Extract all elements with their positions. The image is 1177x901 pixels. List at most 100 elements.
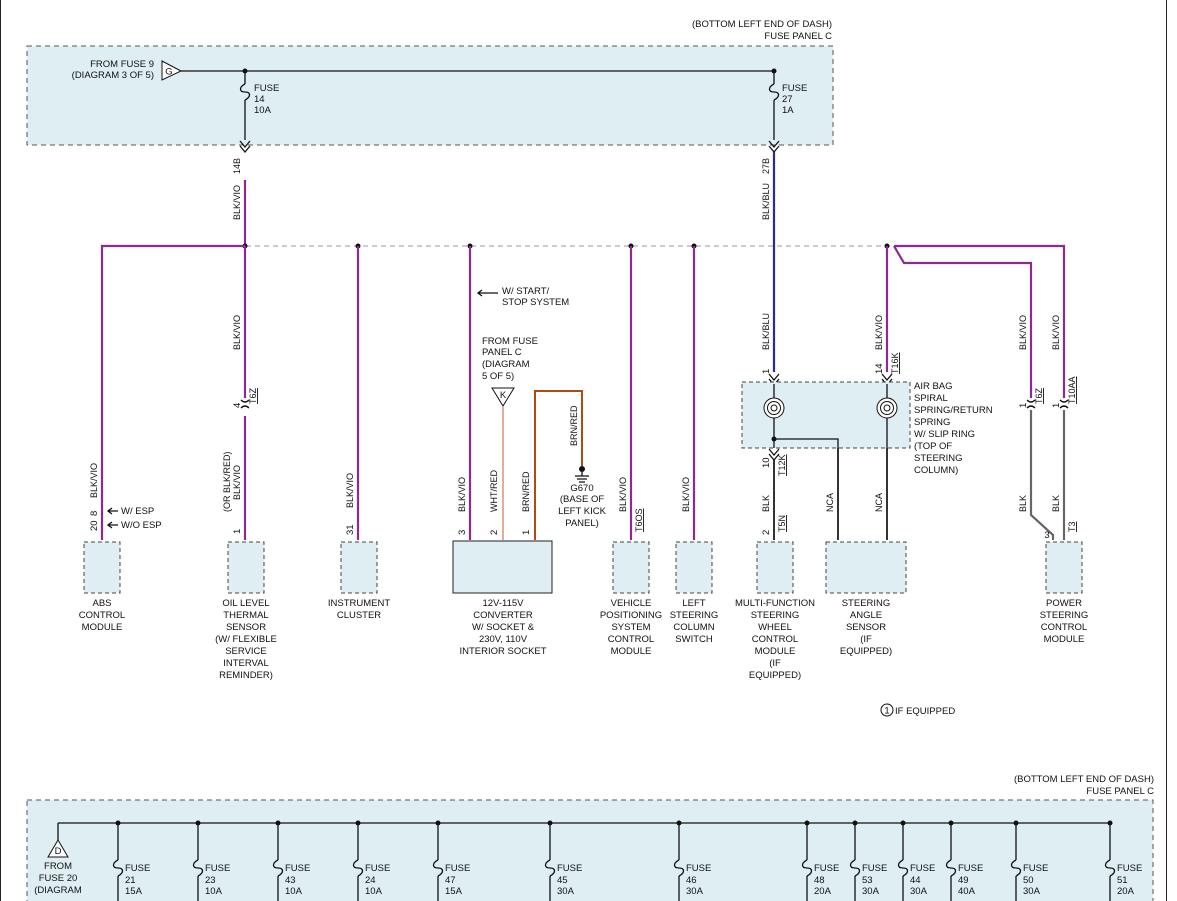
spring-right-pin-top: 14 [874,363,885,374]
fuse-27-rating: 1A [782,105,794,116]
bottom-panel-location: (BOTTOM LEFT END OF DASH) [1014,774,1154,785]
fuse-label: FUSE [1117,863,1142,874]
fuse-symbol-icon [544,859,556,877]
sas-label-line: (IF [860,634,872,645]
lscs-label-line: SWITCH [675,634,713,645]
ground-name: G670 [570,483,593,494]
lscs-wire-color: BLK/VIO [681,477,691,512]
vps-label-line: CONTROL [608,634,654,645]
oil-lower-pin: 1 [232,529,243,534]
converter-wire-2-color: WHT/RED [489,470,499,512]
top-panel-location: (BOTTOM LEFT END OF DASH) [692,19,832,30]
top-panel-name: FUSE PANEL C [764,31,832,42]
fuse-number: 23 [205,875,216,886]
converter-pin-2: 2 [489,530,500,535]
mfsw-label-line: CONTROL [752,634,798,645]
top-connector-letter: G [165,67,172,78]
connector-t6z-icon [1026,399,1036,409]
fuse-symbol-icon [1104,859,1116,877]
spring-internal-leads [773,384,888,448]
psc-left-pin: 1 [1018,403,1029,408]
mfsw-label-line: MODULE [755,646,796,657]
fuse-14-number: 14 [254,94,265,105]
oil-upper-pin: 4 [232,403,243,408]
fuse-symbol-icon [849,859,861,877]
psc-lower-connector: T3 [1067,521,1077,532]
cluster-label-line: INSTRUMENT [328,598,390,609]
fuse-label: FUSE [910,863,935,874]
fuse-label: FUSE [205,863,230,874]
fuse-label: FUSE [1023,863,1048,874]
bottom-from-line: FROM [44,861,72,872]
fuse-rating: 15A [125,886,143,897]
mfsw-label-line: STEERING [751,610,800,621]
fuse-rating: 30A [686,886,704,897]
vps-label-line: VEHICLE [611,598,652,609]
psc-left-wire-color: BLK/VIO [1018,315,1028,350]
fuse-rating: 10A [285,886,303,897]
fuse-27-symbol-icon [768,83,780,101]
psc-right-connector: T10AA [1067,376,1077,404]
oil-label-line: THERMAL [223,610,268,621]
psc-feed-wires [893,244,1066,398]
start-stop-note-1: W/ START/ [502,286,550,297]
ground-desc-line: LEFT KICK [558,506,607,517]
spring-left-pin-top: 1 [761,369,772,374]
cluster-wire-color: BLK/VIO [345,473,355,508]
fuse-14-wire-color: BLK/VIO [232,185,242,220]
spring-right-connector: T16K [890,352,900,374]
psc-right-wire-color: BLK/VIO [1051,315,1061,350]
bottom-connector-arrow-icon [47,839,69,858]
connector-t6z-icon [240,399,250,409]
converter-pin-1: 3 [457,530,468,535]
sas-wire-2: NCA [874,493,884,512]
sas-label-line: SENSOR [846,622,886,633]
steering-angle-sensor [825,541,907,594]
ground-splice-dot [579,466,585,472]
vps-label: VEHICLE POSITIONING SYSTEM CONTROL MODUL… [600,598,662,657]
sas-label: STEERING ANGLE SENSOR (IF EQUIPPED) [840,598,892,657]
oil-label-line: REMINDER) [219,670,273,681]
ground-wire-color: BRN/RED [569,405,579,446]
fuse-rating: 30A [862,886,880,897]
oil-lower-wire-color: BLK/VIO [232,465,242,500]
psc-left-connector: T6Z [1034,387,1044,404]
converter-label-line: W/ SOCKET & [472,622,535,633]
start-stop-arrow-icon [476,289,498,297]
psc-left-lower-color: BLK [1018,495,1028,512]
ground-desc-line: (BASE OF [560,494,605,505]
mfsw-label-line: EQUIPPED) [749,670,801,681]
bottom-panel-name: FUSE PANEL C [1086,786,1154,797]
fuse-symbol-icon [801,859,813,877]
abs-label: ABS CONTROL MODULE [79,598,125,633]
vps-connector: T6OS [634,508,644,532]
spring-left-wire-color: BLK/BLU [761,313,771,350]
top-fuse-panel: (BOTTOM LEFT END OF DASH) FUSE PANEL C F… [26,19,834,146]
oil-upper-wire-color: BLK/VIO [232,315,242,350]
fuse-symbol-icon [112,859,124,877]
psc-right-lower-color: BLK [1051,495,1061,512]
fuse-rating: 40A [958,886,976,897]
top-panel-box [26,45,834,146]
fuse-label: FUSE [814,863,839,874]
oil-upper-connector: T6Z [248,387,258,404]
fuse-number: 43 [285,875,296,886]
abs-label-line: CONTROL [79,610,125,621]
psc-label-line: CONTROL [1041,622,1087,633]
psc-label: POWER STEERING CONTROL MODULE [1040,598,1089,645]
bottom-fuse-panel: (BOTTOM LEFT END OF DASH) FUSE PANEL C D… [26,774,1154,901]
abs-control-module [83,541,121,594]
fuse-rating: 10A [365,886,383,897]
fuse-14-label: FUSE [254,83,279,94]
start-stop-note-2: STOP SYSTEM [502,297,569,308]
lscs-label-line: COLUMN [673,622,714,633]
lscs-label-line: STEERING [670,610,719,621]
